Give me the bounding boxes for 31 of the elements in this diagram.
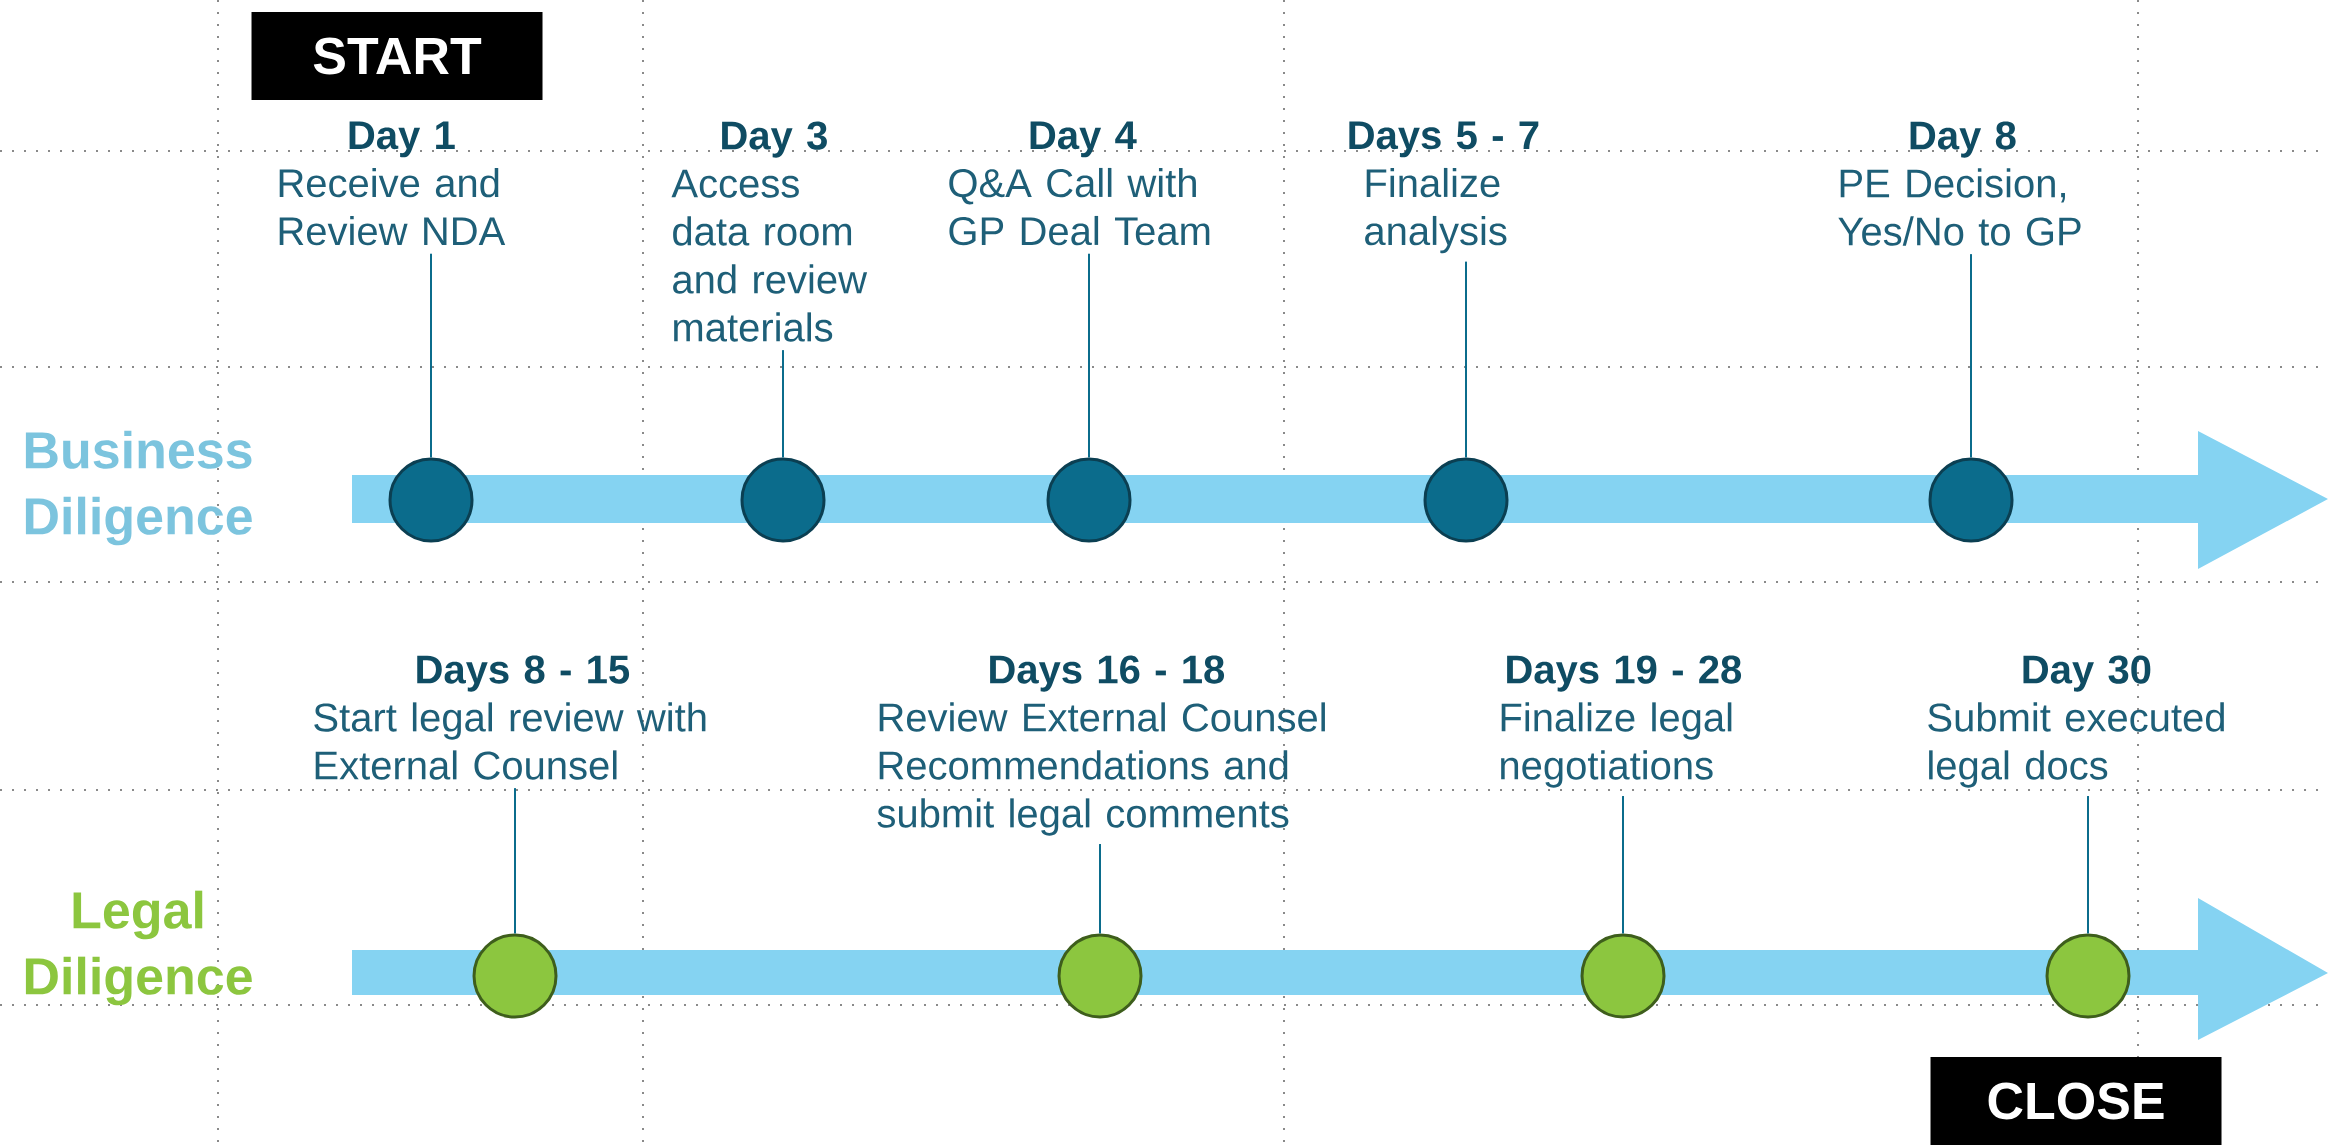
milestone-text: Day 3 Access data room and review materials (671, 121, 868, 342)
milestone-dot (472, 933, 558, 1019)
milestone-dot (1928, 457, 2014, 543)
leader-line (782, 349, 784, 459)
milestone-dot (1046, 457, 1132, 543)
milestone-text: Days 8 - 15 Start legal review with External Counsel (314, 655, 706, 780)
milestone-dot (1580, 933, 1666, 1019)
milestone-tag: START (251, 12, 543, 100)
leader-line (514, 787, 516, 935)
milestone-text: Days 19 - 28 Finalize legal negotiations (1501, 655, 1742, 788)
milestone-dot (1423, 457, 1509, 543)
lane-label: Legal Diligence (25, 890, 252, 1006)
leader-line (1465, 260, 1467, 459)
leader-line (1099, 843, 1101, 935)
milestone-dot (1057, 933, 1143, 1019)
leader-line (1088, 252, 1090, 459)
milestone-text: Days 5 - 7 Finalize analysis (1349, 121, 1539, 254)
milestone-text: Day 4 Q&A Call with GP Deal Team (949, 121, 1210, 246)
leader-line (1970, 253, 1972, 459)
milestone-text: Day 1 Receive and Review NDA (279, 121, 506, 246)
milestone-text: Days 16 - 18 Review External Counsel Recommendations and submit legal comments (877, 655, 1325, 836)
leader-line (430, 252, 432, 459)
leader-line (2087, 795, 2089, 935)
leader-line (1622, 795, 1624, 935)
lane-label: Business Diligence (25, 430, 252, 546)
milestone-dot (388, 457, 474, 543)
milestone-text: Day 30 Submit executed legal docs (1928, 655, 2224, 788)
milestone-tag: CLOSE (1930, 1057, 2222, 1145)
milestone-dot (2045, 933, 2131, 1019)
milestone-text: Day 8 PE Decision, Yes/No to GP (1838, 121, 2081, 246)
milestone-dot (740, 457, 826, 543)
